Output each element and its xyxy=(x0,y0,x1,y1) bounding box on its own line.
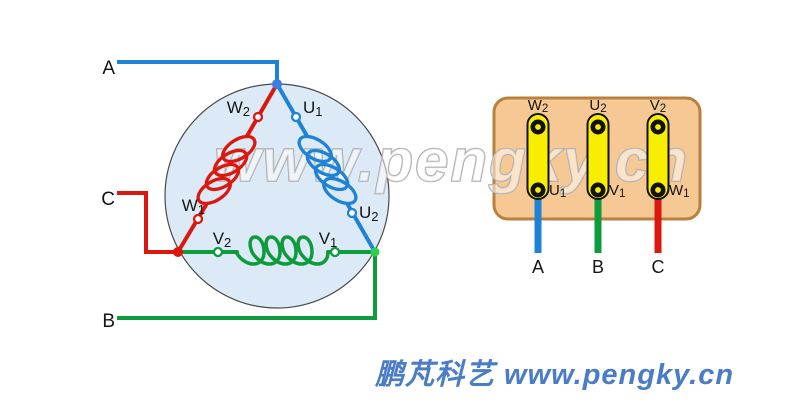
node-phase-b xyxy=(370,247,380,257)
box-phase-b-label: B xyxy=(592,257,604,277)
terminal-v1 xyxy=(329,246,341,258)
link-bar-3 xyxy=(646,113,670,200)
label-w2: W2 xyxy=(227,98,250,119)
box-label-w1: W1 xyxy=(669,182,690,200)
terminal-v2 xyxy=(212,246,224,258)
node-phase-a xyxy=(272,79,282,89)
stud-v2 xyxy=(650,119,666,135)
label-v2: V2 xyxy=(213,229,232,250)
winding-u-coil-turn xyxy=(305,148,342,178)
box-label-w2: W2 xyxy=(528,97,549,115)
box-label-u1: U1 xyxy=(549,182,566,200)
winding-w-lead-bottom xyxy=(176,203,208,254)
label-v1: V1 xyxy=(319,229,338,250)
phase-a-wire xyxy=(117,60,279,84)
phase-b-wire xyxy=(117,252,377,320)
phase-c-label: C xyxy=(101,189,115,210)
winding-v-coil xyxy=(234,235,330,266)
link-bar-1 xyxy=(526,113,550,200)
winding-w-coil-turn xyxy=(196,176,232,206)
stud-w2 xyxy=(530,119,546,135)
stud-w1 xyxy=(650,182,666,198)
terminal-u1 xyxy=(290,111,302,123)
terminal-u2 xyxy=(346,207,358,219)
terminal-w1 xyxy=(192,213,204,225)
winding-u-coil-turn xyxy=(313,162,350,192)
phase-b-label: B xyxy=(102,311,115,332)
branding-text: 鹏芃科艺 www.pengky.cn xyxy=(374,359,734,391)
winding-w-coil-turn xyxy=(221,134,257,164)
winding-u-lead-top xyxy=(275,82,309,138)
box-label-v1: V1 xyxy=(609,182,625,200)
phase-a-label: A xyxy=(102,58,115,79)
stud-v1 xyxy=(590,182,606,198)
label-w1: W1 xyxy=(182,196,205,217)
label-u1: U1 xyxy=(303,98,323,119)
label-u2: U2 xyxy=(359,203,379,224)
phase-c-wire xyxy=(117,191,178,254)
box-label-u2: U2 xyxy=(589,97,606,115)
winding-w-lead-top xyxy=(245,82,279,138)
box-phase-a-label: A xyxy=(532,257,544,277)
winding-w-coil-turn xyxy=(212,148,249,178)
box-label-v2: V2 xyxy=(650,97,666,115)
winding-u-coil-turn xyxy=(322,176,358,206)
node-phase-c xyxy=(173,247,183,257)
terminal-w2 xyxy=(252,111,264,123)
link-bar-2 xyxy=(586,113,610,200)
stud-u1 xyxy=(530,182,546,198)
box-phase-c-label: C xyxy=(652,257,665,277)
stud-u2 xyxy=(590,119,606,135)
winding-u-coil-turn xyxy=(297,134,333,164)
winding-w-coil-turn xyxy=(204,162,241,192)
